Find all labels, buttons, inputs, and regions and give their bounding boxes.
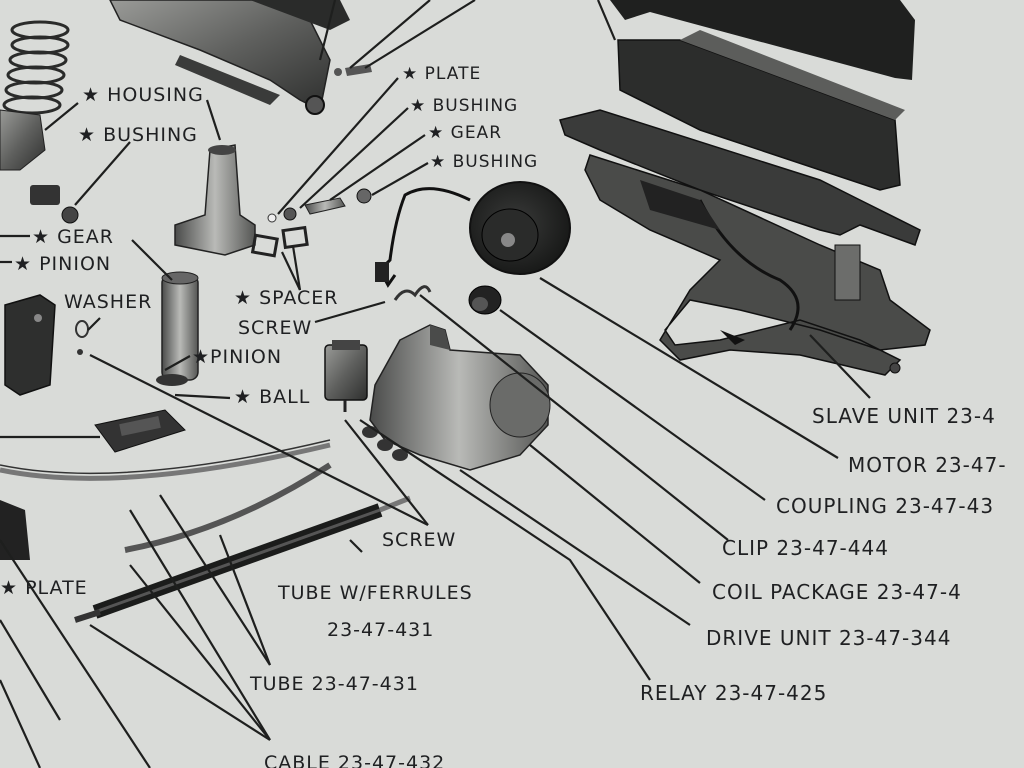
motor-drawing: [375, 181, 571, 288]
label-ball: ★ BALL: [234, 386, 311, 408]
small-parts: [61, 64, 372, 355]
label-bushing-left: ★ BUSHING: [78, 124, 198, 146]
label-tube-ferrules: TUBE W/FERRULES: [278, 582, 473, 604]
left-bracket-plate: [0, 294, 56, 560]
label-gear-left: ★ GEAR: [32, 226, 114, 248]
label-pinion-mid: ★PINION: [192, 346, 283, 368]
housing-part: [174, 144, 256, 256]
label-housing: ★ HOUSING: [82, 84, 204, 106]
leader-lines: [0, 0, 871, 768]
pinion-tube: [156, 271, 199, 386]
label-coupling: COUPLING 23-47-43: [776, 494, 995, 518]
relay-drawing: [324, 340, 368, 412]
label-coil-package: COIL PACKAGE 23-47-4: [712, 580, 962, 604]
label-screw-top: SCREW: [238, 317, 313, 339]
label-spacer: ★ SPACER: [234, 287, 339, 309]
label-washer: WASHER: [64, 291, 153, 313]
label-plate-top: ★ PLATE: [402, 64, 482, 84]
clip-drawing: [393, 285, 432, 301]
label-drive-unit: DRIVE UNIT 23-47-344: [706, 626, 952, 650]
drive-unit-drawing: [362, 324, 551, 471]
label-relay: RELAY 23-47-425: [640, 681, 828, 705]
label-motor: MOTOR 23-47-: [848, 453, 1007, 477]
label-clip: CLIP 23-47-444: [722, 536, 889, 560]
top-track-assembly: [109, 0, 350, 115]
spring-assembly: [0, 20, 70, 205]
label-plate-left: ★ PLATE: [0, 577, 88, 599]
small-bracket: [94, 409, 186, 453]
label-tube: TUBE 23-47-431: [250, 673, 419, 695]
label-screw-bottom: SCREW: [382, 529, 457, 551]
top-channel-bracket: [610, 0, 915, 191]
label-bushing-top: ★ BUSHING: [410, 96, 519, 116]
label-bushing-mid: ★ BUSHING: [430, 152, 539, 172]
coupling-drawing: [468, 285, 502, 315]
label-gear-top: ★ GEAR: [428, 123, 502, 143]
label-cable: CABLE 23-47-432: [264, 752, 446, 768]
label-slave-unit: SLAVE UNIT 23-4: [812, 404, 996, 428]
label-tube-ferrules-number: 23-47-431: [327, 619, 435, 641]
slave-unit-drawing: [559, 109, 931, 376]
label-pinion-left: ★ PINION: [14, 253, 112, 275]
